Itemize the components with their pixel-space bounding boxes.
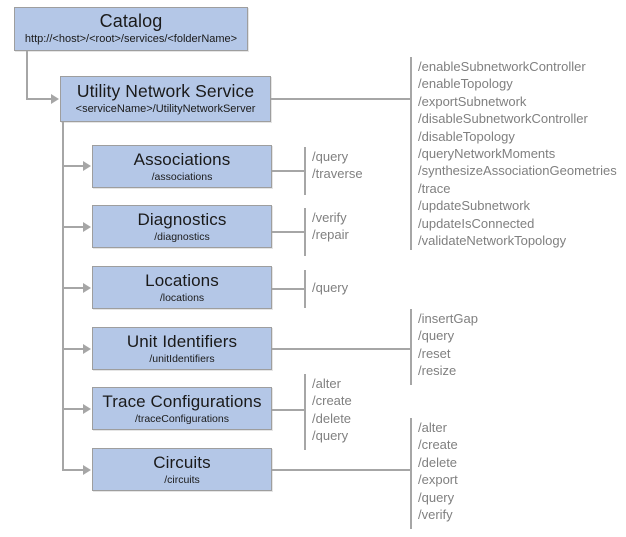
connector-service-to-locations [62, 287, 84, 289]
node-locations-title: Locations [145, 270, 219, 290]
operation-item[interactable]: /query [312, 149, 349, 164]
node-circuits-path: /circuits [164, 473, 200, 486]
operations-bar-locations [304, 270, 306, 308]
operation-item[interactable]: /create [312, 393, 352, 409]
operations-list-unit-identifiers: /insertGap/query/reset/resize [418, 310, 478, 380]
arrow-service-to-unit-identifiers [83, 344, 91, 354]
arrow-service-to-locations [83, 283, 91, 293]
node-diagnostics-path: /diagnostics [154, 230, 210, 243]
operations-list-circuits: /alter/create/delete/export/query/verify [418, 419, 458, 523]
node-diagnostics[interactable]: Diagnostics /diagnostics [92, 205, 272, 248]
operation-item[interactable]: /insertGap [418, 311, 478, 326]
arrow-service-to-associations [83, 161, 91, 171]
operation-item[interactable]: /exportSubnetwork [418, 93, 527, 109]
node-unit-identifiers-title: Unit Identifiers [126, 331, 238, 351]
operation-item[interactable]: /traverse [312, 166, 363, 182]
connector-service-to-operations [271, 98, 411, 100]
operation-item[interactable]: /verify [312, 210, 347, 225]
connector-service-to-circuits [62, 469, 84, 471]
operations-bar-associations [304, 147, 306, 195]
connector-catalog-to-service-vertical [26, 51, 28, 100]
node-unit-identifiers-path: /unitIdentifiers [149, 352, 215, 365]
arrow-service-to-diagnostics [83, 222, 91, 232]
connector-unit-identifiers-to-operations [272, 348, 411, 350]
operation-item[interactable]: /query [418, 328, 455, 344]
operation-item[interactable]: /reset [418, 345, 451, 361]
node-utility-network-service-title: Utility Network Service [76, 81, 255, 101]
operations-list-associations: /query/traverse [312, 148, 363, 183]
node-trace-configurations[interactable]: Trace Configurations /traceConfiguration… [92, 387, 272, 430]
operation-item[interactable]: /disableSubnetworkController [418, 111, 588, 127]
connector-service-to-trace-configurations [62, 408, 84, 410]
node-associations[interactable]: Associations /associations [92, 145, 272, 188]
operations-bar-service [410, 57, 412, 250]
operation-item[interactable]: /alter [312, 376, 341, 391]
connector-service-to-unit-identifiers [62, 348, 84, 350]
node-associations-path: /associations [151, 170, 213, 183]
node-utility-network-service[interactable]: Utility Network Service <serviceName>/Ut… [60, 76, 271, 122]
node-circuits[interactable]: Circuits /circuits [92, 448, 272, 491]
operation-item[interactable]: /repair [312, 227, 349, 243]
connector-service-to-diagnostics [62, 226, 84, 228]
operation-item[interactable]: /delete [312, 410, 352, 426]
operations-bar-diagnostics [304, 208, 306, 256]
operation-item[interactable]: /enableTopology [418, 76, 513, 92]
node-locations-path: /locations [159, 291, 205, 304]
operations-bar-unit-identifiers [410, 309, 412, 385]
node-unit-identifiers[interactable]: Unit Identifiers /unitIdentifiers [92, 327, 272, 370]
node-catalog-title: Catalog [99, 11, 163, 31]
connector-catalog-to-service-horizontal [26, 98, 52, 100]
operations-list-diagnostics: /verify/repair [312, 209, 349, 244]
connector-circuits-to-operations [272, 469, 411, 471]
operation-item[interactable]: /query [312, 428, 349, 444]
node-catalog[interactable]: Catalog http://<host>/<root>/services/<f… [14, 7, 248, 51]
operation-item[interactable]: /verify [418, 507, 453, 523]
operation-item[interactable]: /enableSubnetworkController [418, 59, 586, 74]
connector-service-trunk [62, 122, 64, 470]
arrow-service-to-circuits [83, 465, 91, 475]
connector-service-to-associations [62, 165, 84, 167]
operation-item[interactable]: /create [418, 437, 458, 453]
operation-item[interactable]: /query [312, 280, 349, 295]
node-trace-configurations-path: /traceConfigurations [135, 412, 229, 425]
connector-trace-configurations-to-operations [272, 409, 305, 411]
operation-item[interactable]: /updateIsConnected [418, 215, 535, 231]
operation-item[interactable]: /disableTopology [418, 128, 515, 144]
operations-list-trace-configurations: /alter/create/delete/query [312, 375, 352, 445]
operation-item[interactable]: /alter [418, 420, 447, 435]
node-locations[interactable]: Locations /locations [92, 266, 272, 309]
operation-item[interactable]: /queryNetworkMoments [418, 146, 556, 162]
node-catalog-path: http://<host>/<root>/services/<folderNam… [24, 33, 238, 45]
operation-item[interactable]: /trace [418, 180, 451, 196]
operations-list-locations: /query [312, 279, 348, 296]
connector-locations-to-operations [272, 288, 305, 290]
operation-item[interactable]: /validateNetworkTopology [418, 233, 567, 249]
operations-bar-circuits [410, 418, 412, 529]
operation-item[interactable]: /resize [418, 363, 457, 379]
connector-associations-to-operations [272, 170, 305, 172]
operations-bar-trace-configurations [304, 374, 306, 450]
arrow-catalog-to-service [51, 94, 59, 104]
operation-item[interactable]: /updateSubnetwork [418, 198, 531, 214]
node-diagnostics-title: Diagnostics [137, 209, 227, 229]
node-associations-title: Associations [133, 149, 231, 169]
operations-list-service: /enableSubnetworkController/enableTopolo… [418, 58, 617, 249]
operation-item[interactable]: /delete [418, 454, 458, 470]
node-utility-network-service-path: <serviceName>/UtilityNetworkServer [75, 103, 256, 115]
operation-item[interactable]: /query [418, 489, 455, 505]
operation-item[interactable]: /export [418, 472, 458, 488]
arrow-service-to-trace-configurations [83, 404, 91, 414]
node-circuits-title: Circuits [153, 452, 211, 472]
operation-item[interactable]: /synthesizeAssociationGeometries [418, 163, 617, 179]
node-trace-configurations-title: Trace Configurations [102, 391, 262, 411]
connector-diagnostics-to-operations [272, 231, 305, 233]
